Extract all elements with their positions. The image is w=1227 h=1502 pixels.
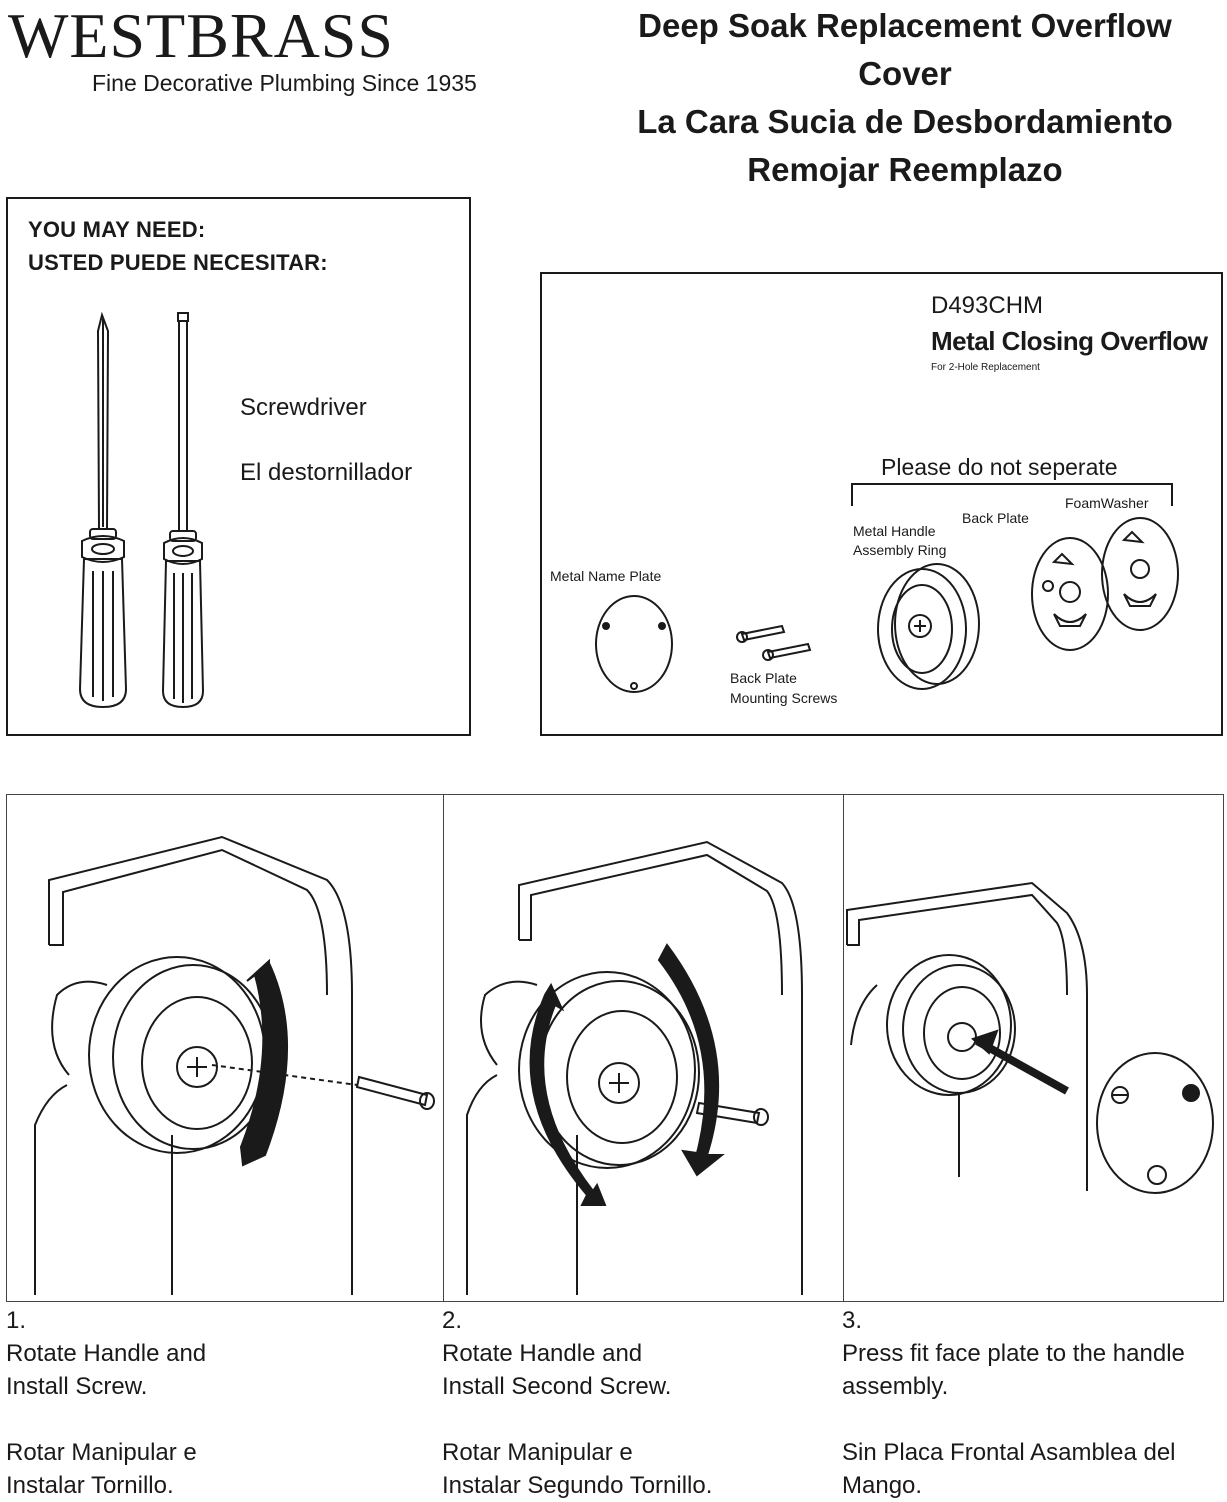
label-handle-ring-1: Metal Handle [853, 523, 936, 539]
brand-tagline: Fine Decorative Plumbing Since 1935 [92, 70, 477, 96]
step-number: 2. [442, 1307, 463, 1334]
label-screws-1: Back Plate [730, 670, 797, 686]
product-name: Metal Closing Overflow [931, 326, 1208, 356]
tool-label-en: Screwdriver [240, 394, 367, 421]
product-parts-panel: D493CHM Metal Closing Overflow For 2-Hol… [540, 272, 1223, 736]
brand-logo: WESTBRASS Fine Decorative Plumbing Since… [8, 0, 528, 100]
label-back-plate: Back Plate [962, 510, 1029, 526]
bracket-note: Please do not seperate [881, 454, 1118, 480]
step-instruction-es: Rotar Manipular e [6, 1439, 197, 1466]
step-instruction-en: Install Second Screw. [442, 1373, 672, 1400]
product-subtitle: For 2-Hole Replacement [931, 362, 1040, 373]
label-name-plate: Metal Name Plate [550, 568, 662, 584]
tools-heading-es: USTED PUEDE NECESITAR: [28, 250, 328, 275]
step-instruction-en: Install Screw. [6, 1373, 148, 1400]
title-line-1: Deep Soak Replacement Overflow [638, 7, 1172, 44]
document-title: Deep Soak Replacement Overflow Cover La … [590, 2, 1220, 194]
step-1-text: 1. Rotate Handle and Install Screw. Rota… [6, 1304, 206, 1502]
step-instruction-es: Sin Placa Frontal Asamblea del [842, 1439, 1176, 1466]
title-line-4: Remojar Reemplazo [747, 151, 1063, 188]
label-handle-ring-2: Assembly Ring [853, 542, 947, 558]
step-instruction-es: Instalar Tornillo. [6, 1472, 174, 1499]
step-divider [843, 795, 844, 1301]
step-2-text: 2. Rotate Handle and Install Second Scre… [442, 1304, 712, 1502]
step-instruction-es: Mango. [842, 1472, 923, 1499]
label-screws-2: Mounting Screws [730, 690, 838, 706]
label-foam-washer: FoamWasher [1065, 495, 1149, 511]
tool-label-es: El destornillador [240, 459, 413, 486]
model-number: D493CHM [931, 292, 1044, 319]
screwdrivers-illustration [78, 311, 205, 709]
step-3-text: 3. Press fit face plate to the handle as… [842, 1304, 1185, 1502]
title-line-2: Cover [858, 55, 952, 92]
step-instruction-es: Rotar Manipular e [442, 1439, 633, 1466]
step-number: 3. [842, 1307, 863, 1334]
step-instruction-es: Instalar Segundo Tornillo. [442, 1472, 713, 1499]
step-instruction-en: Rotate Handle and [6, 1340, 207, 1367]
tools-heading-en: YOU MAY NEED: [28, 217, 206, 242]
parts-diagram [595, 483, 1179, 693]
brand-name: WESTBRASS [8, 0, 394, 71]
step-instruction-en: Press fit face plate to the handle [842, 1340, 1185, 1367]
step-divider [443, 795, 444, 1301]
step-number: 1. [6, 1307, 27, 1334]
steps-illustration-panel [6, 794, 1224, 1302]
tools-heading: YOU MAY NEED: USTED PUEDE NECESITAR: [28, 213, 328, 279]
title-line-3: La Cara Sucia de Desbordamiento [637, 103, 1173, 140]
step-instruction-en: Rotate Handle and [442, 1340, 643, 1367]
tools-needed-panel: YOU MAY NEED: USTED PUEDE NECESITAR: [6, 197, 471, 736]
step-instruction-en: assembly. [842, 1373, 949, 1400]
installation-steps-illustration [34, 835, 1214, 1295]
